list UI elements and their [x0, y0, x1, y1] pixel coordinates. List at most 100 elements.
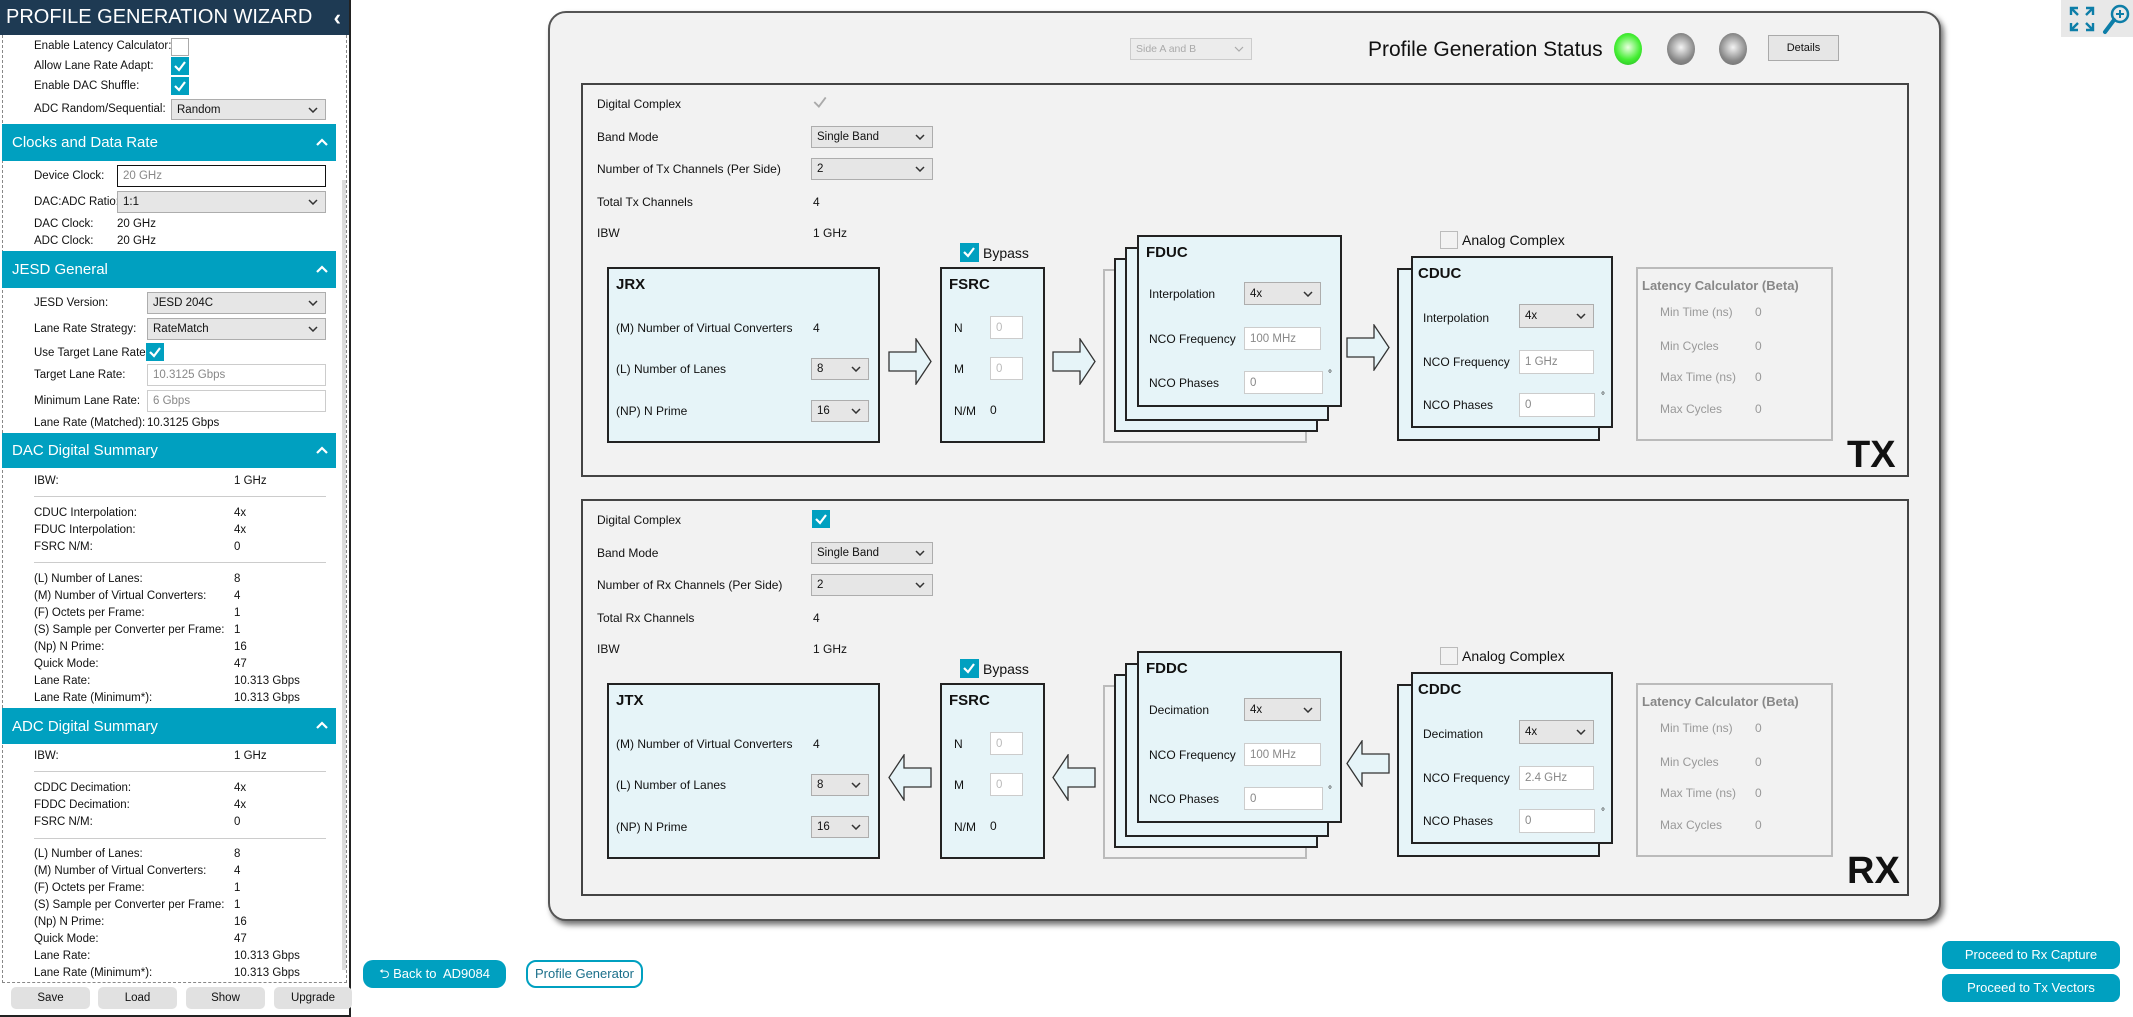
bypass-label: Bypass — [983, 245, 1029, 261]
summary-label: (F) Octets per Frame: — [34, 882, 145, 894]
fine-nco-frequency-input[interactable]: 100 MHz — [1244, 743, 1321, 766]
ibw-value: 1 GHz — [813, 226, 848, 240]
use-target-lane-rate-checkbox[interactable] — [146, 343, 164, 361]
band-mode-label: Band Mode — [597, 130, 659, 144]
fsrc-m-input[interactable]: 0 — [990, 357, 1023, 380]
target-lane-rate-input[interactable]: 10.3125 Gbps — [147, 364, 326, 386]
fine-nco-phases-input[interactable]: 0 — [1244, 787, 1323, 810]
checkmark-icon — [149, 347, 161, 358]
fsrc-m-input[interactable]: 0 — [990, 773, 1023, 796]
coarse-rate-dropdown[interactable]: 4x — [1519, 304, 1594, 328]
summary-value: 1 — [234, 899, 241, 911]
arrow-left-icon — [1052, 752, 1096, 803]
adc-summary-header[interactable]: ADC Digital Summary — [2, 708, 336, 744]
sidebar-title: PROFILE GENERATION WIZARD — [6, 6, 313, 28]
minimum-lane-rate-input[interactable]: 6 Gbps — [147, 390, 326, 412]
save-button[interactable]: Save — [11, 987, 90, 1009]
bypass-checkbox[interactable] — [960, 659, 979, 678]
latency-label: Max Time (ns) — [1660, 786, 1737, 800]
summary-value: 8 — [234, 848, 241, 860]
load-button[interactable]: Load — [98, 987, 177, 1009]
chevron-down-icon — [1303, 290, 1313, 297]
device-clock-input[interactable]: 20 GHz — [117, 165, 326, 187]
analog-complex-checkbox[interactable] — [1440, 231, 1458, 249]
latency-calc-label: Enable Latency Calculator: — [34, 40, 172, 52]
jesd-version-dropdown[interactable]: JESD 204C — [147, 292, 326, 314]
bypass-checkbox[interactable] — [960, 243, 979, 262]
dac-adc-ratio-dropdown[interactable]: 1:1 — [117, 191, 326, 213]
dac-shuffle-checkbox[interactable] — [171, 77, 189, 95]
channels-per-side-dropdown[interactable]: 2 — [811, 158, 933, 180]
status-led-2 — [1667, 33, 1695, 65]
number-of-lanes-dropdown[interactable]: 8 — [811, 358, 869, 380]
profile-generator-button[interactable]: Profile Generator — [526, 960, 643, 988]
chevron-up-icon — [316, 445, 328, 454]
dropdown-value: 4x — [1250, 703, 1263, 716]
dropdown-value: JESD 204C — [153, 297, 214, 309]
dac-adc-ratio-label: DAC:ADC Ratio: — [34, 196, 119, 208]
summary-value: 1 — [234, 624, 241, 636]
proceed-rx-capture-button[interactable]: Proceed to Rx Capture — [1942, 941, 2120, 969]
n-prime-dropdown[interactable]: 16 — [811, 816, 869, 838]
chevron-down-icon — [851, 782, 861, 788]
coarse-nco-phases-input[interactable]: 0 — [1519, 809, 1595, 833]
number-of-lanes-label: (L) Number of Lanes — [616, 778, 727, 792]
digital-complex-checkbox[interactable] — [812, 510, 830, 528]
coarse-rate-dropdown[interactable]: 4x — [1519, 720, 1594, 744]
jesd-section-header[interactable]: JESD General — [2, 251, 336, 288]
number-of-lanes-dropdown[interactable]: 8 — [811, 774, 869, 796]
summary-label: (M) Number of Virtual Converters: — [34, 590, 207, 602]
fsrc-n-input[interactable]: 0 — [990, 316, 1023, 339]
coarse-nco-frequency-input[interactable]: 1 GHz — [1519, 350, 1594, 374]
details-button[interactable]: Details — [1768, 35, 1839, 61]
chevron-down-icon — [915, 582, 925, 588]
back-to-device-button[interactable]: ⮌ Back to AD9084 — [363, 960, 506, 988]
proceed-tx-vectors-button[interactable]: Proceed to Tx Vectors — [1942, 974, 2120, 1002]
coarse-nco-phases-input[interactable]: 0 — [1519, 393, 1595, 417]
summary-value: 4 — [234, 590, 241, 602]
target-lane-rate-label: Target Lane Rate: — [34, 369, 126, 381]
fsrc-n-input[interactable]: 0 — [990, 732, 1023, 755]
device-clock-label: Device Clock: — [34, 170, 105, 182]
latency-label: Min Time (ns) — [1660, 721, 1733, 735]
coarse-nco-frequency-input[interactable]: 2.4 GHz — [1519, 766, 1594, 790]
summary-label: CDUC Interpolation: — [34, 507, 137, 519]
zoom-in-icon[interactable] — [2101, 3, 2131, 35]
total-channels-value: 4 — [813, 195, 820, 209]
fine-rate-dropdown[interactable]: 4x — [1244, 282, 1321, 305]
fine-nco-frequency-input[interactable]: 100 MHz — [1244, 327, 1321, 350]
side-select-dropdown[interactable]: Side A and B — [1130, 38, 1252, 60]
coarse-nco-phases-label: NCO Phases — [1423, 398, 1494, 412]
channels-per-side-dropdown[interactable]: 2 — [811, 574, 933, 596]
chevron-down-icon — [851, 408, 861, 414]
adc-random-sequential-dropdown[interactable]: Random — [171, 99, 326, 120]
dac-summary-header[interactable]: DAC Digital Summary — [2, 433, 336, 468]
sidebar-scrollbar[interactable] — [342, 180, 346, 970]
latency-calc-checkbox[interactable] — [171, 38, 189, 56]
collapse-sidebar-icon[interactable]: ‹ — [333, 5, 341, 30]
summary-label: (L) Number of Lanes: — [34, 848, 143, 860]
upgrade-button[interactable]: Upgrade — [274, 987, 352, 1009]
fine-nco-phases-input[interactable]: 0 — [1244, 371, 1323, 394]
n-prime-dropdown[interactable]: 16 — [811, 400, 869, 422]
fit-to-screen-icon[interactable] — [2069, 6, 2095, 32]
fine-rate-dropdown[interactable]: 4x — [1244, 698, 1321, 721]
lane-rate-strategy-label: Lane Rate Strategy: — [34, 323, 137, 335]
band-mode-dropdown[interactable]: Single Band — [811, 542, 933, 564]
chevron-down-icon — [308, 199, 318, 205]
summary-value: 1 — [234, 607, 241, 619]
show-button[interactable]: Show — [186, 987, 265, 1009]
lane-rate-strategy-dropdown[interactable]: RateMatch — [147, 318, 326, 340]
checkmark-icon — [963, 663, 975, 674]
dropdown-value: 4x — [1250, 287, 1263, 300]
lane-rate-adapt-checkbox[interactable] — [171, 57, 189, 75]
band-mode-dropdown[interactable]: Single Band — [811, 126, 933, 148]
coarse-nco-title: CDUC — [1418, 265, 1462, 282]
summary-label: Lane Rate: — [34, 950, 91, 962]
fine-nco-phases-label: NCO Phases — [1149, 792, 1220, 806]
analog-complex-checkbox[interactable] — [1440, 647, 1458, 665]
digital-complex-check-icon — [812, 94, 828, 113]
summary-label: FDDC Decimation: — [34, 799, 130, 811]
clocks-section-header[interactable]: Clocks and Data Rate — [2, 124, 336, 161]
